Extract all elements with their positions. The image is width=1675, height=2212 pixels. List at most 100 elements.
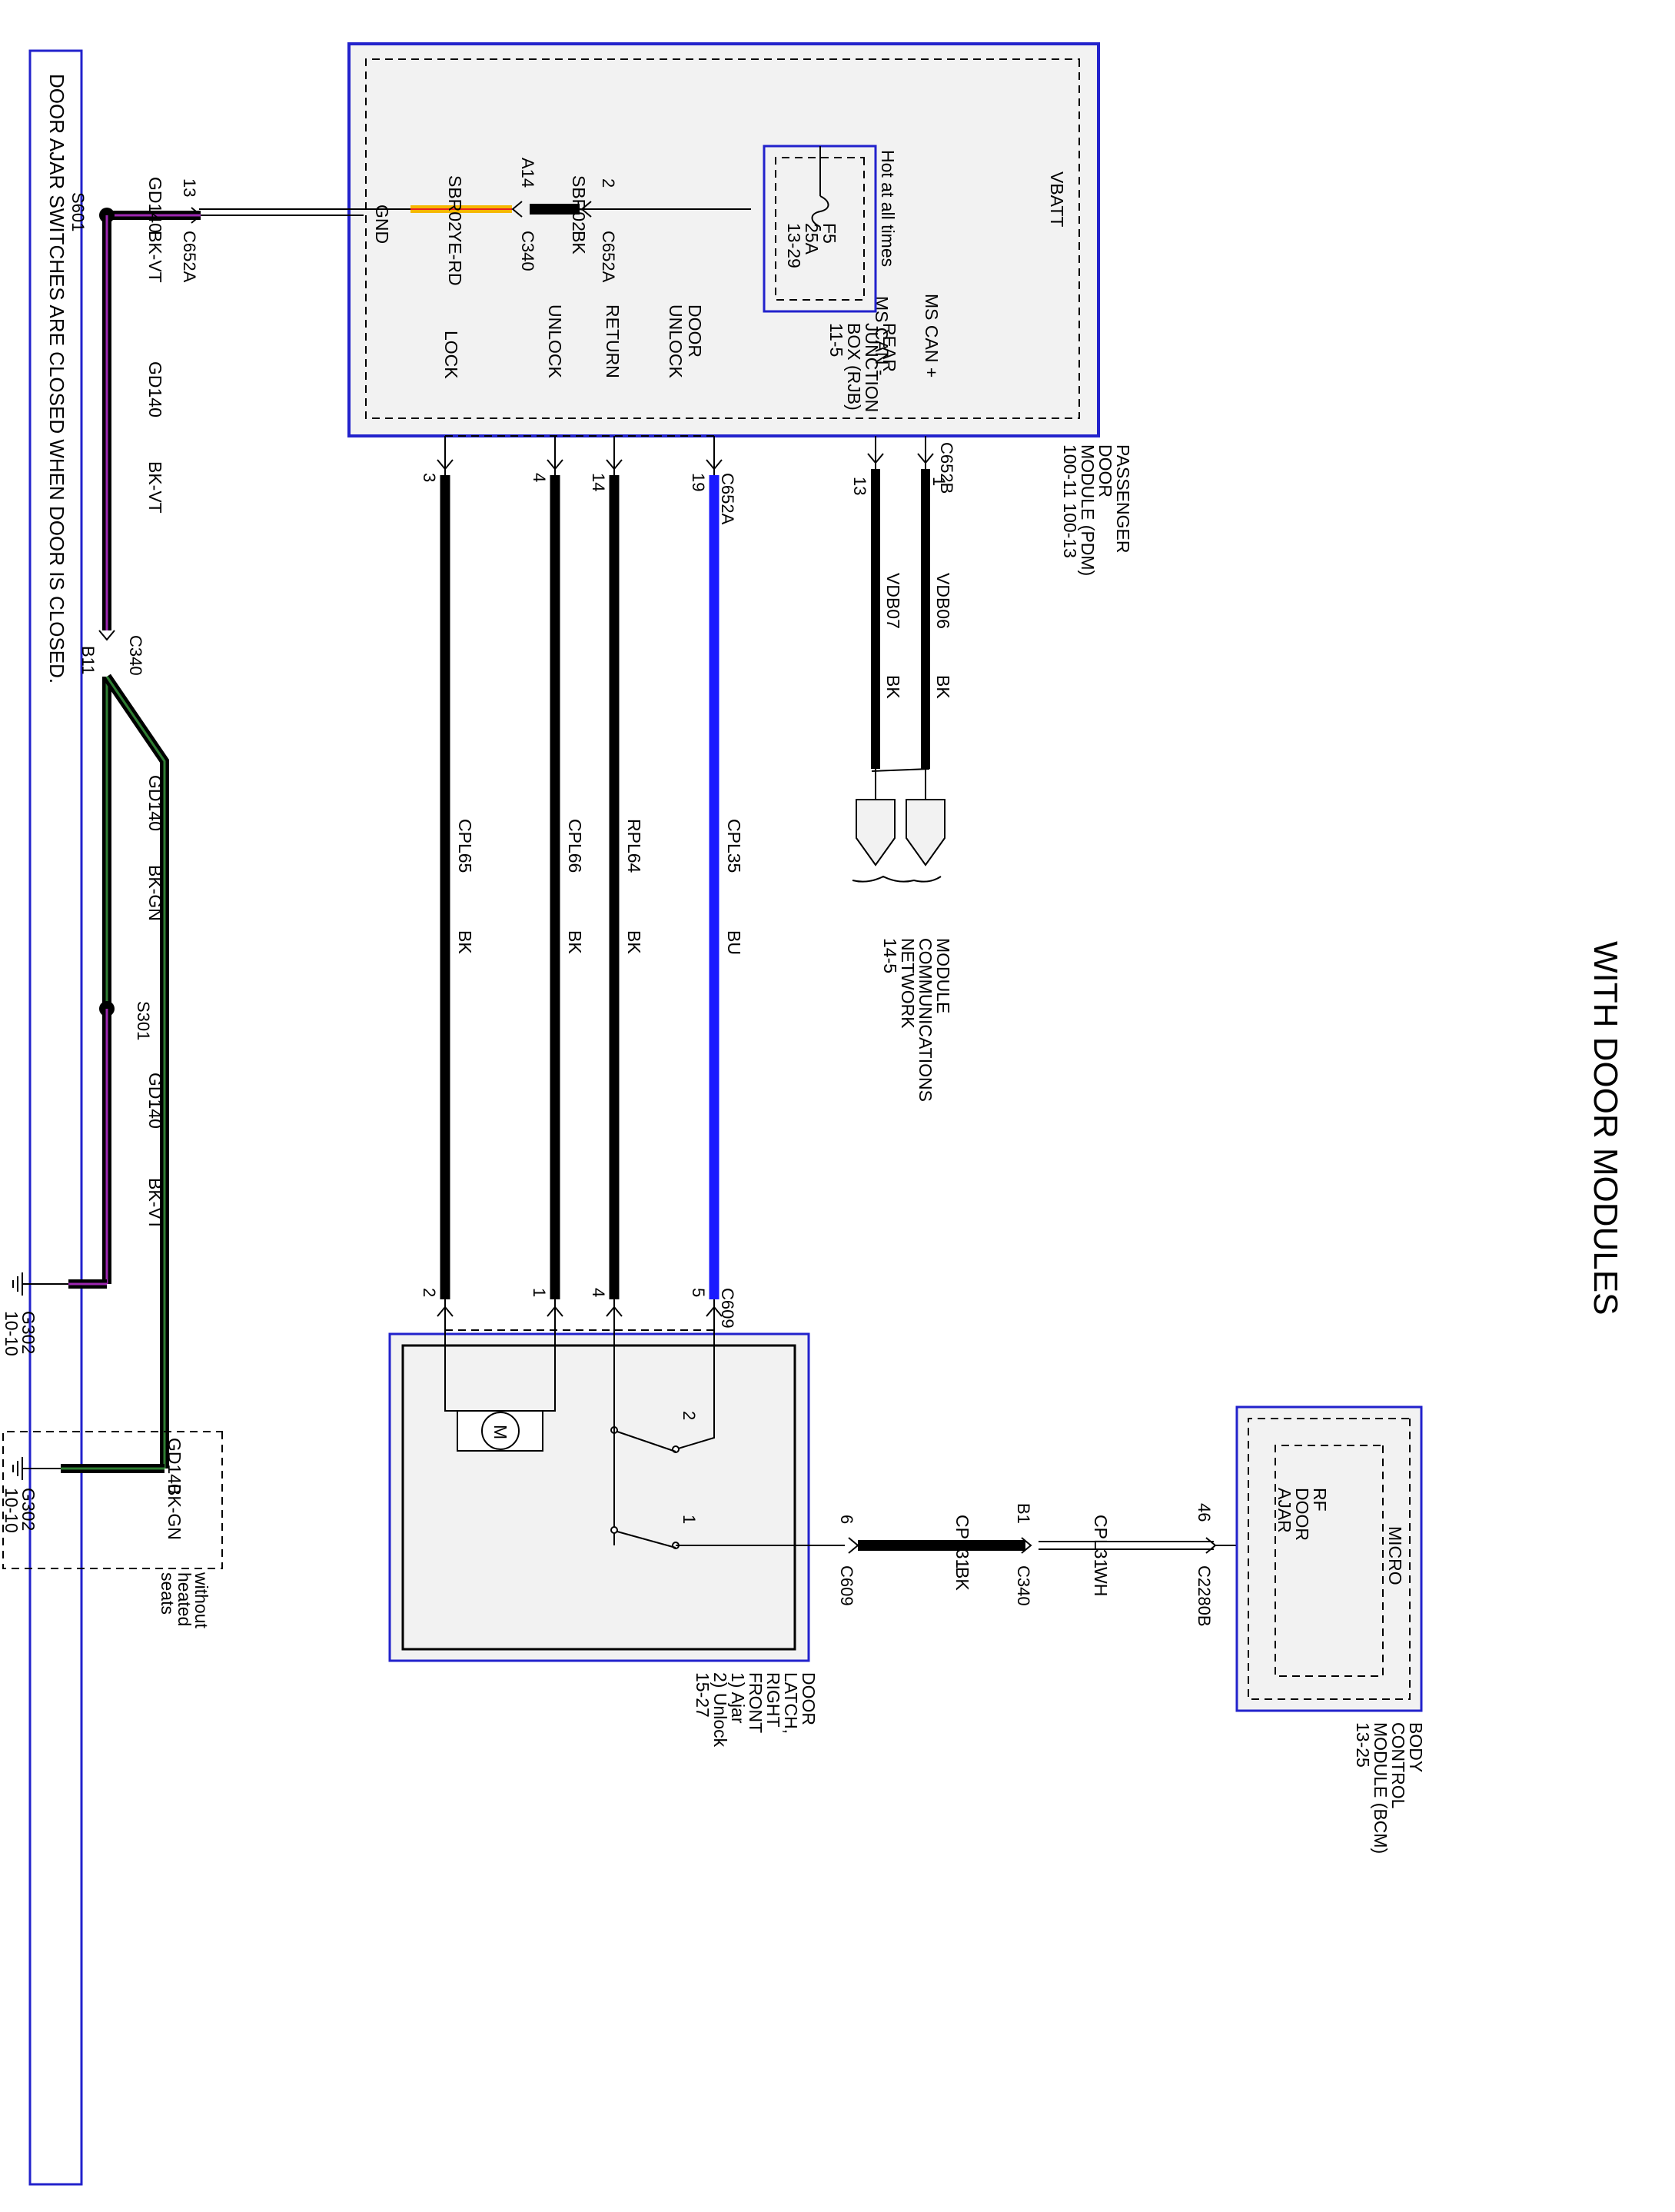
- gnd-color: BK-VT: [145, 231, 165, 283]
- opt-g302-ref: 10-10: [2, 1488, 22, 1533]
- gnd-seg2-circuit: GD140: [145, 775, 165, 831]
- bcm-micro-label: MICRO: [1385, 1526, 1405, 1585]
- g302-ref: 10-10: [2, 1311, 22, 1356]
- opt-g302-label: G302: [18, 1488, 38, 1531]
- cpl35-pdm-arrow-icon: [706, 459, 723, 471]
- can-bus: C652B 1 13 VDB06 BK VDB07 BK MODULE COMM…: [850, 436, 956, 1102]
- pdm-vbatt-label: VBATT: [1047, 171, 1067, 227]
- power-color-1: BK: [569, 231, 589, 254]
- ajar-latch-conn: C609: [837, 1565, 856, 1606]
- pdm-name-1: PASSENGER: [1113, 444, 1133, 553]
- cpl65-pdm-arrow-icon: [437, 459, 454, 471]
- power-pin-c340: A14: [518, 158, 537, 188]
- c340-arrow-icon: [511, 201, 523, 218]
- ajar-bcm-conn: C2280B: [1195, 1565, 1214, 1627]
- cpl35-circuit-label: CPL35: [724, 819, 744, 873]
- gnd-seg1-color: BK-VT: [145, 461, 165, 514]
- opt-gnd-color: BK-GN: [165, 1484, 184, 1540]
- gnd-c340-conn: C340: [126, 635, 145, 676]
- gnd-pin: 13: [180, 178, 199, 197]
- cpl65-color-label: BK: [455, 930, 475, 954]
- latch-name-5: 1) Ajar: [728, 1672, 748, 1724]
- door-latch: M 2 1 DOOR LATCH, RIGHT FRONT 1) Ajar: [388, 1330, 820, 1748]
- ajar-circuit-1: CPL31: [952, 1515, 972, 1568]
- opt-note-1: without: [191, 1572, 211, 1628]
- cpl35-latch-pin: 5: [689, 1288, 708, 1297]
- motor-label: M: [490, 1425, 510, 1439]
- can-plus-color: BK: [933, 675, 953, 699]
- mcn-label-2: COMMUNICATIONS: [916, 938, 936, 1102]
- fuse-ref: 13-29: [784, 223, 804, 268]
- passenger-door-module: GND VBATT LOCK UNLOCK RETURN DOOR UNLOCK…: [347, 42, 1133, 576]
- pdm-name-3: MODULE (PDM): [1078, 444, 1098, 576]
- hot-at-all-times: Hot at all times: [878, 150, 898, 267]
- bcm-name-1: BODY: [1406, 1722, 1426, 1772]
- cpl66-pdm-pin: 4: [530, 473, 549, 482]
- cpl35-pdm-pin: 19: [689, 473, 708, 491]
- ajar-circuit-2: CPL31: [1091, 1515, 1111, 1568]
- can-conn: C652B: [937, 442, 956, 494]
- gnd-seg3-color: BK-VT: [145, 1178, 165, 1230]
- power-feed: 2 C652A SBR02 BK A14 C340 SBR02 YE-RD: [199, 158, 751, 286]
- latch-name-7: 15-27: [693, 1672, 713, 1718]
- cpl66-latch-arrow-icon: [547, 1306, 563, 1317]
- bcm-name-3: MODULE (BCM): [1371, 1722, 1391, 1854]
- pdm-name-4: 100-11 100-13: [1060, 444, 1080, 558]
- power-circuit-2: SBR02: [445, 175, 465, 231]
- can-minus-pin: 13: [850, 477, 869, 495]
- rjb-name-1: REAR: [879, 323, 899, 372]
- gnd-c340-pin: B11: [78, 646, 98, 675]
- rjb-name-3: BOX (RJB): [844, 323, 864, 411]
- ajar-bcm-pin: 46: [1195, 1503, 1214, 1522]
- splice-s601-label: S601: [68, 192, 88, 231]
- bcm-input-3: AJAR: [1275, 1488, 1294, 1533]
- gnd-circuit: GD140: [145, 177, 165, 233]
- gnd-seg3-circuit: GD140: [145, 1073, 165, 1129]
- pdm-door-unlock-label-2: UNLOCK: [666, 304, 686, 379]
- ajar-c340-conn: C340: [1014, 1565, 1033, 1606]
- rpl64-latch-arrow-icon: [606, 1306, 623, 1317]
- bcm-input-2: DOOR: [1292, 1488, 1312, 1541]
- cpl66-circuit-label: CPL66: [565, 819, 585, 873]
- ajar-c340-pin: B1: [1014, 1503, 1033, 1524]
- power-pin-pdm: 2: [599, 178, 618, 188]
- cpl66-pdm-arrow-icon: [547, 459, 563, 471]
- opt-note-2: heated: [174, 1572, 194, 1626]
- power-conn-pdm: C652A: [599, 231, 618, 283]
- ajar-circuit: 6 C609 CPL31 BK B1 C340 CPL31 WH 46 C228…: [820, 1503, 1237, 1627]
- c340-b1-arrow-icon: [1021, 1537, 1032, 1554]
- pdm-ms-can-plus-label: MS CAN +: [922, 294, 942, 378]
- can-plus-circuit: VDB06: [933, 573, 953, 629]
- pdm-lock-label: LOCK: [441, 331, 461, 379]
- bcm-name-2: CONTROL: [1388, 1722, 1408, 1809]
- bracket-icon: [852, 875, 942, 883]
- ajar-color-1: BK: [952, 1567, 972, 1591]
- pdm-name-2: DOOR: [1095, 444, 1115, 497]
- bcm-name-4: 13-25: [1353, 1722, 1373, 1768]
- ajar-switch-icon: 1: [610, 1330, 820, 1549]
- can-plus-connector-icon: [906, 799, 946, 867]
- opt-note-3: seats: [158, 1572, 178, 1615]
- mcn-label-4: 14-5: [880, 938, 900, 973]
- twisted-pair-icon: [871, 768, 930, 772]
- pdm-unlock-label: UNLOCK: [545, 304, 565, 379]
- latch-name-1: DOOR: [799, 1672, 819, 1725]
- latch-name-4: FRONT: [746, 1672, 766, 1733]
- mcn-label-1: MODULE: [933, 938, 953, 1013]
- latch-name-6: 2) Unlock: [710, 1672, 730, 1748]
- rpl64-pdm-arrow-icon: [606, 459, 623, 471]
- switch-2-label: 2: [680, 1411, 699, 1420]
- g302-label: G302: [18, 1311, 38, 1354]
- latch-name-3: RIGHT: [763, 1672, 783, 1728]
- rpl64-color-label: BK: [624, 930, 644, 954]
- power-circuit-1: SBR02: [569, 175, 589, 231]
- rjb-name-4: 11-5: [826, 323, 846, 357]
- opt-gnd-circuit: GD140: [165, 1438, 184, 1494]
- ground-circuit: 13 C652A GD140 BK-VT S601 GD140 BK-VT C3…: [2, 177, 364, 1628]
- latch-harness: [445, 435, 714, 1331]
- power-conn-c340: C340: [518, 231, 537, 271]
- fuse-icon: [811, 146, 829, 231]
- latch-conn-c609: C609: [718, 1288, 737, 1329]
- ajar-color-2: WH: [1091, 1567, 1111, 1596]
- latch-wires: 32CPL65BK41CPL66BK144RPL64BK195CPL35BUC6…: [420, 436, 744, 1330]
